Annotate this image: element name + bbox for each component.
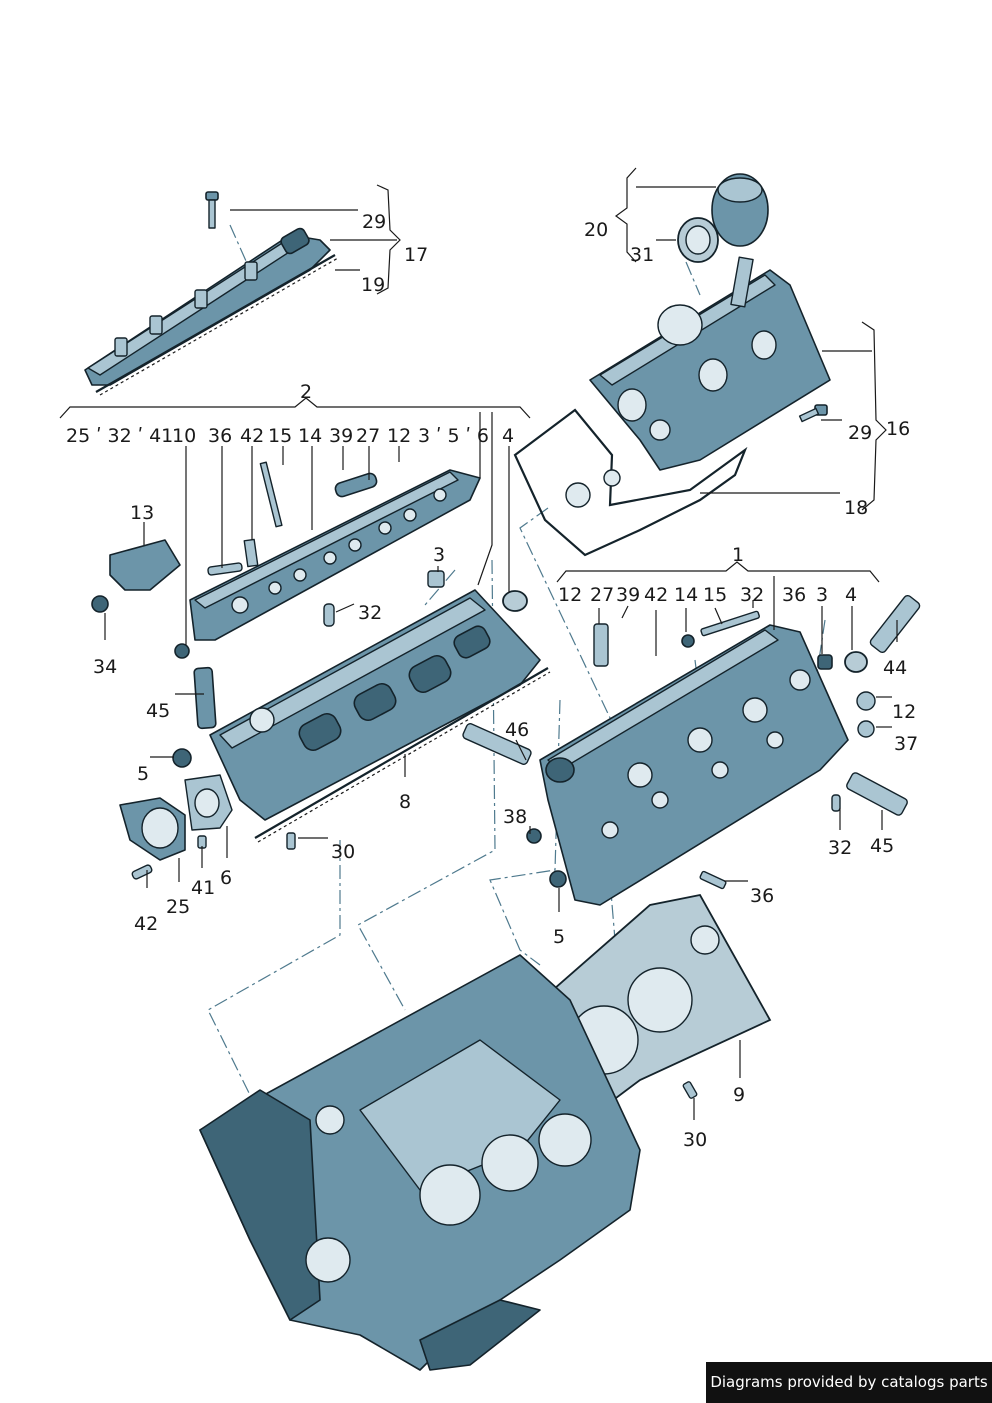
- sealant-tube-46: [462, 723, 532, 765]
- callout-25: 25: [166, 896, 190, 918]
- callout-25-32-41: 25 ʹ 32 ʹ 41: [66, 425, 173, 447]
- pin-32-right: [831, 794, 841, 812]
- callout-30: 30: [683, 1129, 707, 1151]
- credit-footer: Diagrams provided by catalogs parts: [706, 1362, 992, 1403]
- stud-36-right: [699, 870, 727, 890]
- callout-27: 27: [356, 425, 380, 447]
- bushing-3: [427, 570, 445, 588]
- callout-2: 2: [300, 381, 312, 403]
- callout-8: 8: [399, 791, 411, 813]
- callout-16: 16: [886, 418, 910, 440]
- callout-31: 31: [630, 244, 654, 266]
- callout-30: 30: [331, 841, 355, 863]
- callout-44: 44: [883, 657, 907, 679]
- sealant-tube-45-right: [846, 772, 908, 816]
- plug-10: [174, 643, 190, 659]
- callout-1: 1: [732, 544, 744, 566]
- callout-labels: 29 17 19 20 31 2 16 29 18 25 ʹ 32 ʹ 41 1…: [66, 211, 918, 1151]
- pin-32: [323, 603, 335, 627]
- callout-39: 39: [616, 584, 640, 606]
- callout-17: 17: [404, 244, 428, 266]
- housing-25: [119, 774, 233, 861]
- callout-14: 14: [674, 584, 698, 606]
- bushing-3-right: [817, 654, 833, 670]
- engine-block: [199, 954, 641, 1371]
- dowel-30-left: [286, 832, 296, 850]
- plug-37: [857, 720, 875, 738]
- callout-4: 4: [845, 584, 857, 606]
- sealant-tube-45: [193, 666, 217, 730]
- camshaft-housing-left: [189, 461, 481, 641]
- callout-32: 32: [740, 584, 764, 606]
- nut-14: [681, 634, 695, 648]
- callout-10: 10: [172, 425, 196, 447]
- callout-5: 5: [137, 763, 149, 785]
- callout-38: 38: [503, 806, 527, 828]
- callout-13: 13: [130, 502, 154, 524]
- seal-4: [502, 590, 528, 612]
- callout-45: 45: [146, 700, 170, 722]
- oil-filler-cap: [677, 173, 769, 263]
- callout-20: 20: [584, 219, 608, 241]
- callout-29: 29: [848, 422, 872, 444]
- seal-4-right: [844, 651, 868, 673]
- callout-15: 15: [268, 425, 292, 447]
- valve-cover-left: [84, 191, 339, 396]
- callout-3: 3: [816, 584, 828, 606]
- callout-46: 46: [505, 719, 529, 741]
- callout-34: 34: [93, 656, 117, 678]
- callout-6: 6: [220, 867, 232, 889]
- callout-3: 3: [433, 544, 445, 566]
- plug-12: [856, 691, 876, 711]
- bolt-icon: [205, 191, 219, 229]
- seal-5-left: [172, 748, 192, 768]
- callout-4: 4: [502, 425, 514, 447]
- callout-14: 14: [298, 425, 322, 447]
- seal-5-right: [549, 870, 567, 888]
- callout-42: 42: [134, 913, 158, 935]
- bolt-15: [700, 610, 760, 637]
- callout-9: 9: [733, 1084, 745, 1106]
- plug-38: [526, 828, 542, 844]
- callout-12: 12: [558, 584, 582, 606]
- callout-36: 36: [782, 584, 806, 606]
- callout-37: 37: [894, 733, 918, 755]
- bolt-icon: [798, 404, 828, 423]
- callout-12: 12: [892, 701, 916, 723]
- callout-42: 42: [644, 584, 668, 606]
- callout-42: 42: [240, 425, 264, 447]
- valve-cover-right: [513, 256, 831, 557]
- callout-32: 32: [358, 602, 382, 624]
- callout-18: 18: [844, 497, 868, 519]
- nut-34: [91, 595, 109, 613]
- callout-5: 5: [553, 926, 565, 948]
- callout-12: 12: [387, 425, 411, 447]
- callout-3-5-6: 3 ʹ 5 ʹ 6: [418, 425, 489, 447]
- callout-36: 36: [750, 885, 774, 907]
- bolt-42-left: [131, 864, 153, 880]
- callout-19: 19: [361, 274, 385, 296]
- bracket-13: [109, 539, 181, 591]
- callout-39: 39: [329, 425, 353, 447]
- sealant-tube-44: [869, 594, 921, 654]
- leader-lines: [59, 167, 898, 1120]
- callout-27: 27: [590, 584, 614, 606]
- callout-15: 15: [703, 584, 727, 606]
- cylinder-head-right: [539, 624, 849, 906]
- cylinder-head-left: [209, 589, 551, 843]
- callout-29: 29: [362, 211, 386, 233]
- callout-32: 32: [828, 837, 852, 859]
- callout-36: 36: [208, 425, 232, 447]
- dowel-30-right: [682, 1081, 698, 1099]
- sensor-27: [593, 623, 609, 667]
- callout-41: 41: [191, 877, 215, 899]
- callout-45: 45: [870, 835, 894, 857]
